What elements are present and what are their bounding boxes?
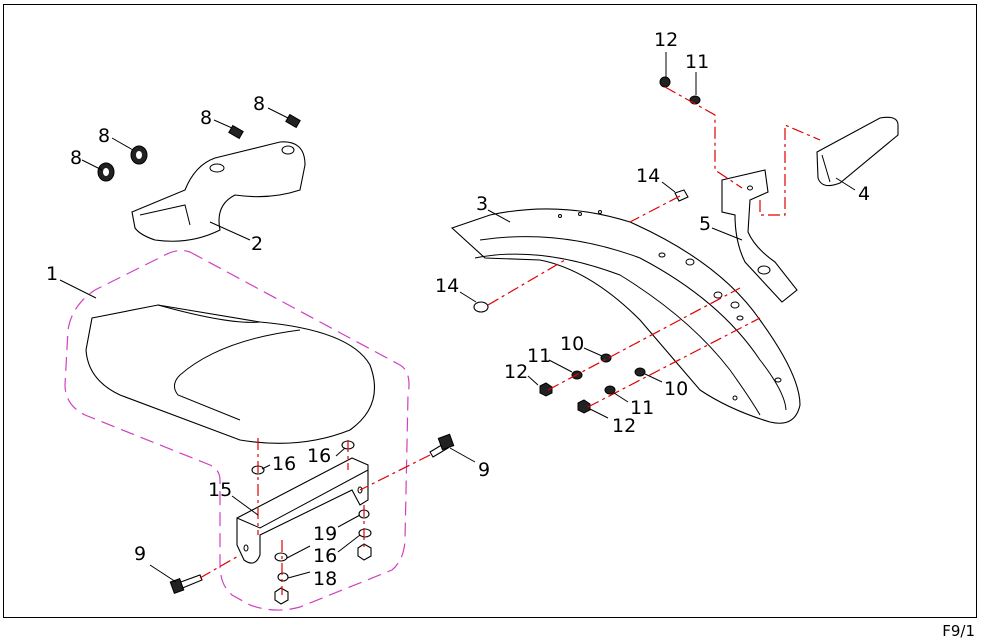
label-part-14a: 14 bbox=[636, 165, 660, 187]
seat-group-outline bbox=[64, 249, 410, 611]
screw-14-left bbox=[473, 301, 489, 313]
label-part-14b: 14 bbox=[435, 275, 459, 297]
label-part-16c: 16 bbox=[313, 545, 337, 567]
upper-cover-part bbox=[131, 141, 306, 242]
label-part-10b: 10 bbox=[664, 378, 688, 400]
label-part-8c: 8 bbox=[200, 107, 212, 129]
bolt-9-left bbox=[169, 574, 203, 594]
label-part-12b: 12 bbox=[612, 415, 636, 437]
rear-fender-part bbox=[450, 208, 801, 424]
label-part-9b: 9 bbox=[478, 459, 490, 481]
reflector-part bbox=[816, 116, 899, 187]
fender-fasteners bbox=[539, 76, 701, 414]
page-code: F9/1 bbox=[942, 622, 975, 640]
label-part-2: 2 bbox=[251, 233, 263, 255]
grommet-8b bbox=[130, 145, 148, 165]
nut-8c bbox=[228, 124, 244, 140]
assembly-centerlines bbox=[199, 86, 821, 595]
label-part-9a: 9 bbox=[134, 543, 146, 565]
label-part-4: 4 bbox=[858, 183, 870, 205]
label-part-16b: 16 bbox=[307, 445, 331, 467]
label-part-8d: 8 bbox=[253, 93, 265, 115]
label-part-10a: 10 bbox=[560, 333, 584, 355]
nut-8d bbox=[285, 113, 301, 129]
label-part-11a: 11 bbox=[527, 345, 551, 367]
grommet-8a bbox=[97, 162, 115, 182]
label-part-5: 5 bbox=[699, 213, 711, 235]
label-part-12c: 12 bbox=[654, 29, 678, 51]
label-part-11c: 11 bbox=[685, 51, 709, 73]
label-part-18: 18 bbox=[313, 568, 337, 590]
label-part-3: 3 bbox=[476, 193, 488, 215]
label-part-12a: 12 bbox=[504, 361, 528, 383]
screw-14-top bbox=[674, 189, 689, 202]
bolt-9-right bbox=[429, 433, 455, 458]
label-part-8a: 8 bbox=[70, 147, 82, 169]
seat-part bbox=[85, 304, 375, 444]
drawing-frame bbox=[3, 4, 977, 618]
label-part-1: 1 bbox=[46, 263, 58, 285]
license-bracket-part bbox=[721, 169, 798, 303]
label-part-8b: 8 bbox=[98, 125, 110, 147]
leader-lines bbox=[59, 52, 856, 583]
label-part-19: 19 bbox=[313, 523, 337, 545]
label-part-15: 15 bbox=[208, 479, 232, 501]
label-part-16a: 16 bbox=[272, 453, 296, 475]
seat-bracket-part bbox=[236, 457, 369, 564]
label-part-11b: 11 bbox=[630, 397, 654, 419]
